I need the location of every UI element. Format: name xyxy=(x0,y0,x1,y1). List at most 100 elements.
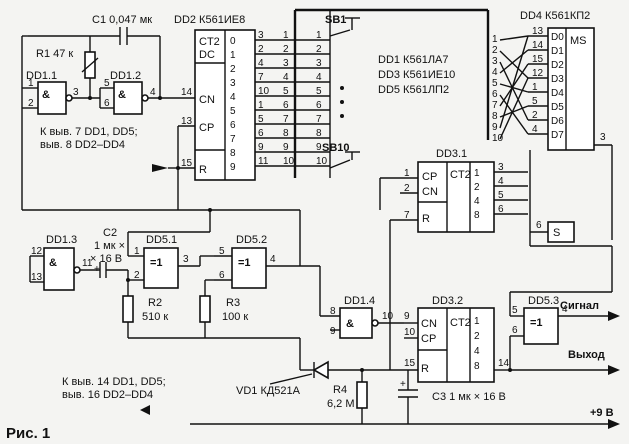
cross-wire-2 xyxy=(499,61,529,121)
dd5-1-label: DD5.1 xyxy=(146,234,177,246)
note-bottom-1: К выв. 14 DD1, DD5; xyxy=(62,376,166,388)
vd1-label: VD1 КД521А xyxy=(236,385,301,397)
dd2-pin-5: 1 xyxy=(258,100,264,111)
svg-text:&: & xyxy=(42,89,50,101)
r4-value: 6,2 М xyxy=(327,398,355,410)
gate-dd5-1: =1 1 2 3 xyxy=(128,246,200,289)
svg-text:=1: =1 xyxy=(238,257,251,269)
r3-label: R3 xyxy=(226,297,240,309)
svg-text:CP: CP xyxy=(421,333,436,345)
r3-value: 100 к xyxy=(222,311,248,323)
svg-text:6: 6 xyxy=(512,325,518,336)
dd4-in-pin-3: 12 xyxy=(532,68,544,79)
svg-text:3: 3 xyxy=(183,254,189,265)
svg-text:9: 9 xyxy=(404,311,410,322)
switch-right-num-4: 5 xyxy=(316,86,322,97)
dd3-2-out-2: 4 xyxy=(474,346,480,357)
c2-value-a: 1 мк × xyxy=(94,240,125,252)
dd4-left-num-6: 7 xyxy=(492,100,498,111)
resistor-r1 xyxy=(81,36,99,88)
chip-dd4: MS xyxy=(547,27,595,151)
dd2-output-3: 3 xyxy=(230,78,236,89)
svg-text:CN: CN xyxy=(421,318,437,330)
switch-right-num-6: 7 xyxy=(316,114,322,125)
svg-text:6: 6 xyxy=(219,270,225,281)
dd2-pin-2: 4 xyxy=(258,58,264,69)
dd4-in-pin-1: 14 xyxy=(532,40,544,51)
dd3-1-pin-0: 3 xyxy=(498,162,504,173)
dd4-left-num-8: 9 xyxy=(492,122,498,133)
switch-left-num-0: 1 xyxy=(283,30,289,41)
chip-dd2: CT2 DC CN CP R xyxy=(194,29,256,181)
dd4-label: DD4 К561КП2 xyxy=(520,10,590,22)
dd2-output-7: 7 xyxy=(230,134,236,145)
switch-right-num-7: 8 xyxy=(316,128,322,139)
dd3-1-out-2: 4 xyxy=(474,196,480,207)
svg-text:11: 11 xyxy=(82,258,93,269)
dd2-output-9: 9 xyxy=(230,162,236,173)
capacitor-c2: + xyxy=(94,262,128,278)
arrow-up-icon xyxy=(140,405,150,415)
chip-dd3-2: CN CP R CT2 xyxy=(417,307,495,383)
resistor-r4 xyxy=(356,370,368,424)
svg-text:CT2: CT2 xyxy=(450,169,471,181)
signal-label: Сигнал xyxy=(560,300,599,312)
dd2-pin-9: 11 xyxy=(258,156,269,167)
dd2-output-8: 8 xyxy=(230,148,236,159)
cross-wire-8 xyxy=(499,35,529,129)
dd4-in-pin-4: 1 xyxy=(532,82,538,93)
cross-wire-9 xyxy=(499,77,529,140)
svg-text:1: 1 xyxy=(28,78,34,89)
dd2-pin-7: 6 xyxy=(258,128,264,139)
svg-text:4: 4 xyxy=(270,254,276,265)
r1-label: R1 47 к xyxy=(36,48,73,60)
svg-text:&: & xyxy=(49,257,57,269)
switch-sb10-symbol xyxy=(329,151,360,169)
svg-text:DC: DC xyxy=(199,49,215,61)
dd2-output-6: 6 xyxy=(230,120,236,131)
dd4-left-num-0: 1 xyxy=(492,34,498,45)
dd1-4-label: DD1.4 xyxy=(344,295,375,307)
switch-right-num-1: 2 xyxy=(316,44,322,55)
dd2-label: DD2 К561ИЕ8 xyxy=(174,14,245,26)
power-label: +9 В xyxy=(590,407,614,419)
switch-left-num-8: 9 xyxy=(283,142,289,153)
gate-dd1-1: & 1 2 3 xyxy=(22,78,100,115)
dd4-in-name-3: D3 xyxy=(551,74,564,85)
switch-right-num-5: 6 xyxy=(316,100,322,111)
dd4-in-name-2: D2 xyxy=(551,60,564,71)
diode-vd1 xyxy=(300,360,390,380)
svg-text:8: 8 xyxy=(330,306,336,317)
dd2-output-0: 0 xyxy=(230,36,236,47)
switch-right-num-0: 1 xyxy=(316,30,322,41)
switch-left-num-5: 6 xyxy=(283,100,289,111)
svg-text:R: R xyxy=(199,164,207,176)
switch-left-num-9: 10 xyxy=(283,156,295,167)
dd2-pin-0: 3 xyxy=(258,30,264,41)
ellipsis-dots xyxy=(340,86,344,118)
svg-text:5: 5 xyxy=(104,78,110,89)
dd4-strobe: S 6 xyxy=(529,150,612,247)
gate-dd1-3: & 12 13 11 xyxy=(30,246,100,291)
svg-text:1: 1 xyxy=(404,168,410,179)
svg-text:&: & xyxy=(346,318,354,330)
note-top-2: выв. 8 DD2–DD4 xyxy=(40,139,125,151)
dd4-in-name-1: D1 xyxy=(551,46,564,57)
dd1-1-label: DD1.1 xyxy=(26,70,57,82)
signal-arrow-icon xyxy=(608,311,620,321)
cross-wire-0 xyxy=(499,35,529,41)
note-top-1: К выв. 7 DD1, DD5; xyxy=(40,126,138,138)
figure-caption: Рис. 1 xyxy=(6,425,50,442)
switch-sb1-symbol xyxy=(329,17,360,37)
svg-text:=1: =1 xyxy=(150,257,163,269)
svg-text:MS: MS xyxy=(570,35,587,47)
dd4-left-num-7: 8 xyxy=(492,111,498,122)
output-arrow-icon xyxy=(608,365,620,375)
svg-text:10: 10 xyxy=(404,327,416,338)
switch-left-num-6: 7 xyxy=(283,114,289,125)
dd3-1-out-3: 8 xyxy=(474,210,480,221)
switch-left-num-2: 3 xyxy=(283,58,289,69)
